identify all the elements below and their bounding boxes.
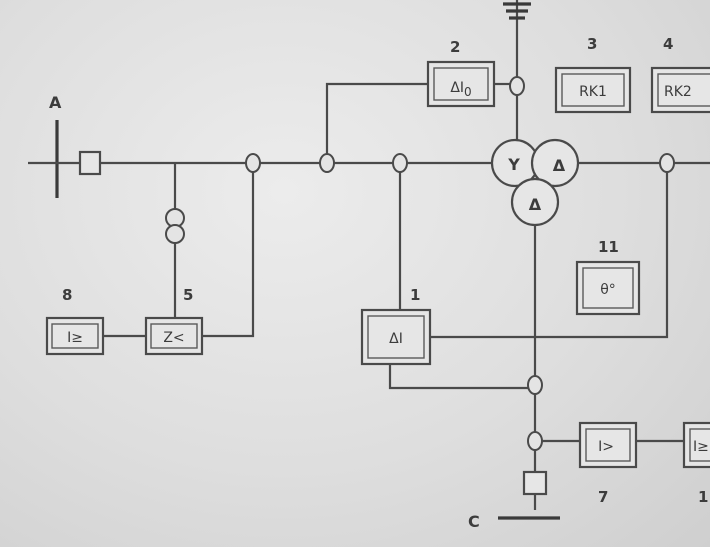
relay-11-box	[575, 260, 641, 316]
relay-1-symbol: ΔI	[389, 331, 403, 347]
ct-to-relay5	[202, 172, 255, 338]
relay-5-inner	[150, 323, 198, 349]
transformer-hv-symbol: Y	[507, 155, 520, 174]
transformer-lv-winding	[530, 138, 580, 188]
breaker-c	[522, 470, 548, 496]
relay-11-inner	[582, 267, 634, 309]
relay-1-number: 1	[410, 286, 420, 304]
ct-diff-mv	[527, 375, 543, 395]
relay-5-number: 5	[183, 286, 193, 304]
relay-3-number: 3	[587, 35, 597, 53]
relay-3-box	[554, 66, 632, 114]
ct-neutral	[509, 76, 525, 96]
relay-1-inner	[367, 315, 425, 359]
breaker-a	[78, 150, 102, 176]
ct-distance	[245, 153, 261, 173]
relay-10-symbol: I≥	[693, 439, 709, 455]
relay-5-symbol: Z<	[163, 330, 184, 346]
relay-7-box	[578, 421, 638, 469]
relay-11-symbol: θ°	[600, 282, 616, 298]
relay-4-number: 4	[663, 35, 673, 53]
relay-10-inner	[689, 428, 710, 462]
relay-7-symbol: I>	[598, 439, 614, 455]
relay-8-number: 8	[62, 286, 72, 304]
relay-3-inner	[561, 73, 625, 107]
relay-2-inner	[433, 67, 489, 101]
transformer-mv-symbol: Δ	[529, 195, 542, 214]
ct-mv-to-relay1	[388, 364, 528, 390]
relay-7-inner	[585, 428, 631, 462]
transformer-lv-symbol: Δ	[553, 156, 566, 175]
relay-8-symbol: I≥	[67, 330, 83, 346]
relay-7-number: 7	[598, 488, 608, 506]
relay-2-symbol-main: ΔI	[450, 80, 464, 96]
ct-to-relay2	[325, 82, 428, 154]
relay-4-inner	[657, 73, 710, 107]
ct-diff-hv	[392, 153, 408, 173]
relay-4-box	[650, 66, 710, 114]
relay-4-symbol: RK2	[664, 84, 692, 100]
relay-10-box	[682, 421, 710, 469]
ct-overcurrent	[527, 431, 543, 451]
relay-8-inner	[51, 323, 99, 349]
ct-lv-to-relay1	[430, 172, 669, 339]
ct-zero-seq	[319, 153, 335, 173]
bus-label-a: A	[49, 93, 62, 112]
relay-3-symbol: RK1	[579, 84, 607, 100]
bus-label-c: C	[468, 512, 480, 531]
relay-2-number: 2	[450, 38, 460, 56]
ct-diff-lv	[659, 153, 675, 173]
relay-2-symbol: ΔI0	[450, 80, 471, 99]
relay-10-number: 1	[698, 488, 708, 506]
relay-2-symbol-sub: 0	[464, 85, 472, 99]
vt-winding-bottom	[165, 224, 185, 244]
relay-11-number: 11	[598, 238, 619, 256]
